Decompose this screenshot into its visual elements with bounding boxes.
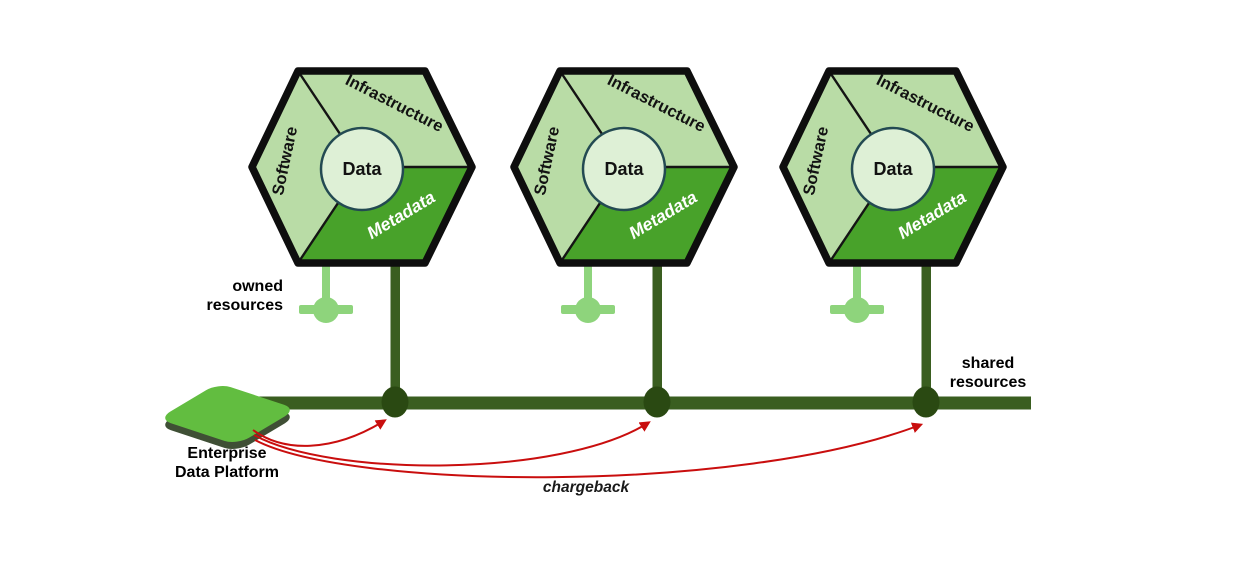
data-label: Data <box>604 159 644 179</box>
data-circle <box>319 126 405 212</box>
bus-node <box>381 386 409 418</box>
shared-resources-label-line1: shared <box>962 355 1014 372</box>
owned-resource-valve-icon <box>313 297 339 323</box>
owned-resource-valve-icon <box>575 297 601 323</box>
enterprise-data-platform-shape <box>165 386 290 442</box>
data-product-hexagon-1: Software Infrastructure Data Metadata <box>248 67 476 418</box>
platform-label-line2: Data Platform <box>175 464 279 481</box>
owned-resources-label-line2: resources <box>207 297 284 314</box>
captions-layer: owned resources shared resources Enterpr… <box>175 278 1026 496</box>
owned-resource-valve-icon <box>844 297 870 323</box>
metadata-segment <box>298 167 472 263</box>
chargeback-arrow-2 <box>253 421 651 467</box>
metadata-segment <box>829 167 1003 263</box>
chargeback-label: chargeback <box>543 479 631 496</box>
software-segment <box>252 71 362 263</box>
chargeback-arrows-layer <box>252 419 924 479</box>
data-product-hexagon-2: Software Infrastructure Data Metadata <box>510 67 738 418</box>
hexagon-outline <box>510 67 738 267</box>
metadata-segment <box>560 167 734 263</box>
data-circle <box>581 126 667 212</box>
software-segment <box>783 71 893 263</box>
bus-layer <box>165 386 1031 449</box>
infrastructure-segment <box>829 71 1003 167</box>
infrastructure-segment <box>560 71 734 167</box>
infrastructure-segment <box>298 71 472 167</box>
shared-resource-stem <box>921 256 931 404</box>
shared-resources-label-line2: resources <box>950 374 1027 391</box>
platform-label-line1: Enterprise <box>187 445 266 462</box>
data-circle <box>850 126 936 212</box>
data-label: Data <box>342 159 382 179</box>
data-product-hexagon-3: Software Infrastructure Data Metadata <box>779 67 1007 418</box>
chargeback-arrow-1 <box>252 419 387 447</box>
chargeback-arrow-3 <box>254 422 924 479</box>
shared-resource-stem <box>652 256 662 404</box>
owned-resource-stem <box>322 258 330 302</box>
bus-node <box>643 386 671 418</box>
data-label: Data <box>873 159 913 179</box>
bus-node <box>912 386 940 418</box>
owned-resource-stem <box>853 258 861 302</box>
data-products-layer: Software Infrastructure Data Metadata So… <box>248 67 1007 418</box>
software-segment <box>514 71 624 263</box>
owned-resource-stem <box>584 258 592 302</box>
owned-resources-label-line1: owned <box>232 278 283 295</box>
hexagon-outline <box>248 67 476 267</box>
hexagon-outline <box>779 67 1007 267</box>
shared-resource-stem <box>390 256 400 404</box>
